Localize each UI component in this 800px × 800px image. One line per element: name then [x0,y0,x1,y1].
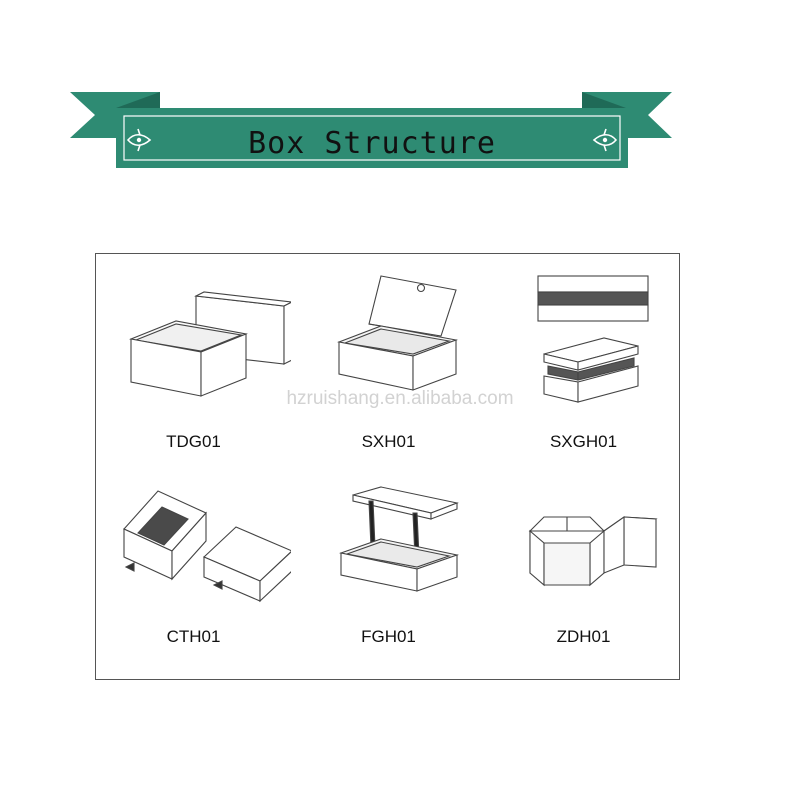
banner-ribbon [70,92,672,168]
folding-box-icon [528,515,658,587]
watermark-text: hzruishang.en.alibaba.com [286,388,514,409]
box-structure-grid: TDG01 SXH01 [95,253,680,680]
box-code-label: SXGH01 [549,432,618,451]
box-item-tdg01: TDG01 [96,254,291,467]
lid-and-base-box-icon [129,291,291,397]
drawer-box-icon [123,490,291,603]
banner-title: Box Structure [248,125,496,161]
leaf-sprig-icon [126,128,152,152]
box-item-sxgh01: SXGH01 [486,254,681,467]
box-item-sxh01: SXH01 [291,254,486,467]
box-item-zdh01: ZDH01 [486,467,681,680]
magnetic-flap-box-icon [336,275,459,391]
box-item-fgh01: FGH01 [291,467,486,680]
leaf-sprig-icon [592,128,618,152]
box-item-cth01: CTH01 [96,467,291,680]
box-code-label: SXH01 [361,432,416,451]
box-code-label: CTH01 [166,627,221,646]
box-code-label: ZDH01 [556,627,611,646]
box-code-label: TDG01 [166,432,221,451]
ribbon-hinge-box-icon [338,486,460,592]
box-code-label: FGH01 [361,627,416,646]
title-banner: Box Structure [0,0,800,200]
neck-box-icon [537,275,649,403]
